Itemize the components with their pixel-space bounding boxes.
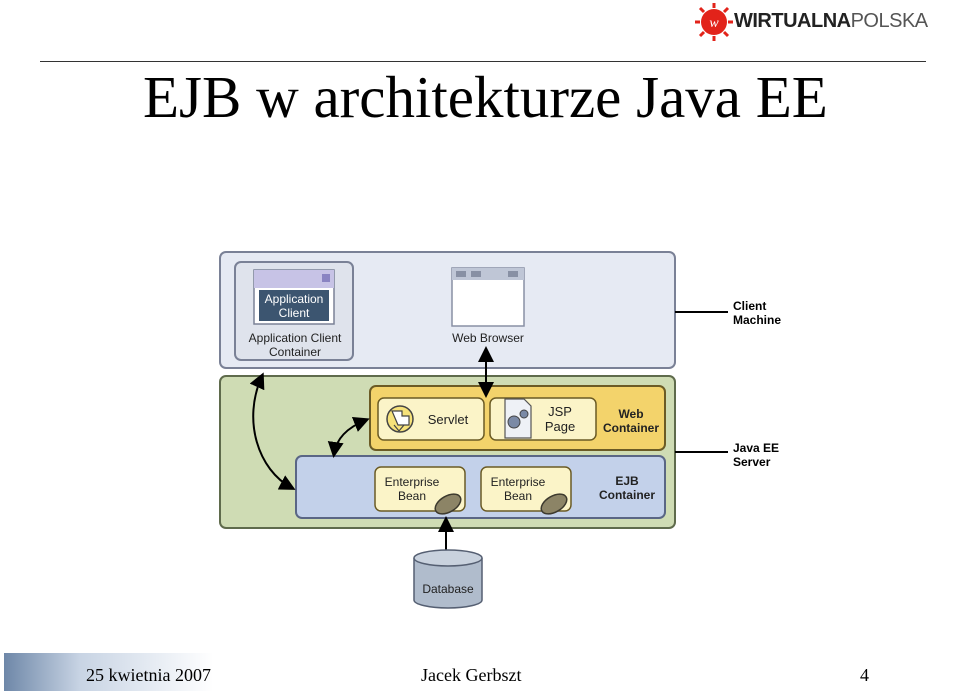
enterprise-bean-2-label-1: Enterprise xyxy=(491,475,546,489)
web-container-label-1: Web xyxy=(618,407,643,421)
ejb-container-label-1: EJB xyxy=(615,474,639,488)
client-machine-label-2: Machine xyxy=(733,313,781,327)
logo-text-regular: POLSKA xyxy=(850,10,929,32)
header-rule xyxy=(40,61,926,62)
footer-page-number: 4 xyxy=(860,665,869,685)
footer-date: 25 kwietnia 2007 xyxy=(86,665,211,685)
enterprise-bean-2-icon xyxy=(540,493,568,515)
jsp-label-2: Page xyxy=(545,419,575,434)
servlet-icon xyxy=(386,405,414,433)
wirtualna-polska-logo: w WIRTUALNAPOLSKA xyxy=(690,0,930,44)
logo-sun-icon: w xyxy=(695,3,733,41)
application-client-label-1: Application xyxy=(265,292,324,306)
application-client-label-2: Client xyxy=(279,306,310,320)
jsp-page-icon xyxy=(504,398,532,439)
enterprise-bean-1-label-2: Bean xyxy=(398,489,426,503)
arrow-web-ejb xyxy=(327,417,370,458)
java-ee-architecture-diagram: Application Client Application Client Co… xyxy=(219,251,781,609)
slide-title: EJB w architekturze Java EE xyxy=(143,64,828,130)
java-ee-server-label-2: Server xyxy=(733,455,771,469)
enterprise-bean-2-label-2: Bean xyxy=(504,489,532,503)
application-client-box xyxy=(259,290,329,321)
web-container-label-2: Container xyxy=(603,421,659,435)
logo-text-bold: WIRTUALNA xyxy=(734,10,851,32)
footer-author: Jacek Gerbszt xyxy=(421,665,522,685)
web-browser-label: Web Browser xyxy=(452,331,524,345)
footer-bar xyxy=(4,653,956,691)
database-icon xyxy=(413,549,483,609)
enterprise-bean-1-label-1: Enterprise xyxy=(385,475,440,489)
ejb-container-label-2: Container xyxy=(599,488,655,502)
jsp-label-1: JSP xyxy=(548,404,572,419)
application-client-container-label-2: Container xyxy=(269,345,321,359)
java-ee-server-label-1: Java EE xyxy=(733,441,779,455)
svg-text:w: w xyxy=(709,16,719,31)
enterprise-bean-1-icon xyxy=(434,493,462,515)
database-label: Database xyxy=(422,582,474,596)
arrow-appclient-ejb xyxy=(249,372,296,490)
application-client-container-label-1: Application Client xyxy=(249,331,342,345)
client-machine-label-1: Client xyxy=(733,299,766,313)
servlet-label: Servlet xyxy=(428,412,469,427)
